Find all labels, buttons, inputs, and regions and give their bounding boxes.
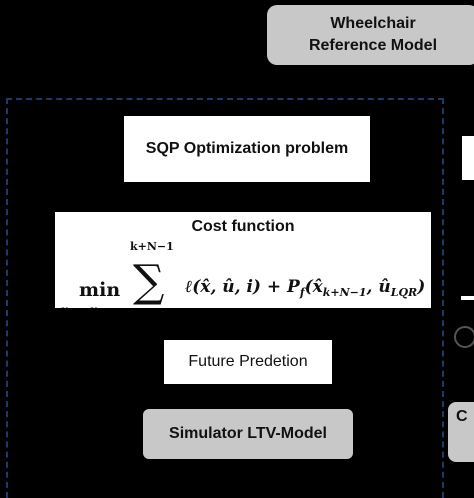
right-edge-connector-line [461,296,474,300]
right-edge-white-box [462,136,474,180]
simulator-ltv-model-label: Simulator LTV-Model [169,425,327,442]
reference-model-line1: Wheelchair [330,15,416,32]
cost-terms: ℓ(x̂, û, i) + Pf(x̂k+N−1, ûLQR) [185,277,425,299]
right-edge-gray-box-label: C [456,408,468,425]
cost-function-box: Cost function min u0,…,uN−1 k+N−1 ∑ i=k … [55,212,431,308]
cost-function-title: Cost function [191,218,295,235]
simulator-ltv-model-box: Simulator LTV-Model [143,409,353,459]
sum-sign: ∑ [133,256,164,307]
svg-text:min: min [79,279,120,301]
future-prediction-label: Future Predetion [188,353,308,370]
future-prediction-box: Future Predetion [164,340,332,384]
right-edge-gray-box: C [448,402,474,462]
reference-model-line2: Reference Model [308,37,438,54]
sqp-optimization-label: SQP Optimization problem [145,140,349,157]
sqp-optimization-box: SQP Optimization problem [124,116,370,182]
wheelchair-reference-model-box: Wheelchair Reference Model [267,5,474,65]
min-subscript: u0,…,uN−1 [61,305,115,308]
controller-dashed-region [6,98,444,498]
svg-text:k+N−1: k+N−1 [130,240,174,253]
cost-function-formula: min u0,…,uN−1 k+N−1 ∑ i=k ℓ(x̂, û, i) + … [61,240,425,308]
right-edge-summing-circle [454,326,474,348]
